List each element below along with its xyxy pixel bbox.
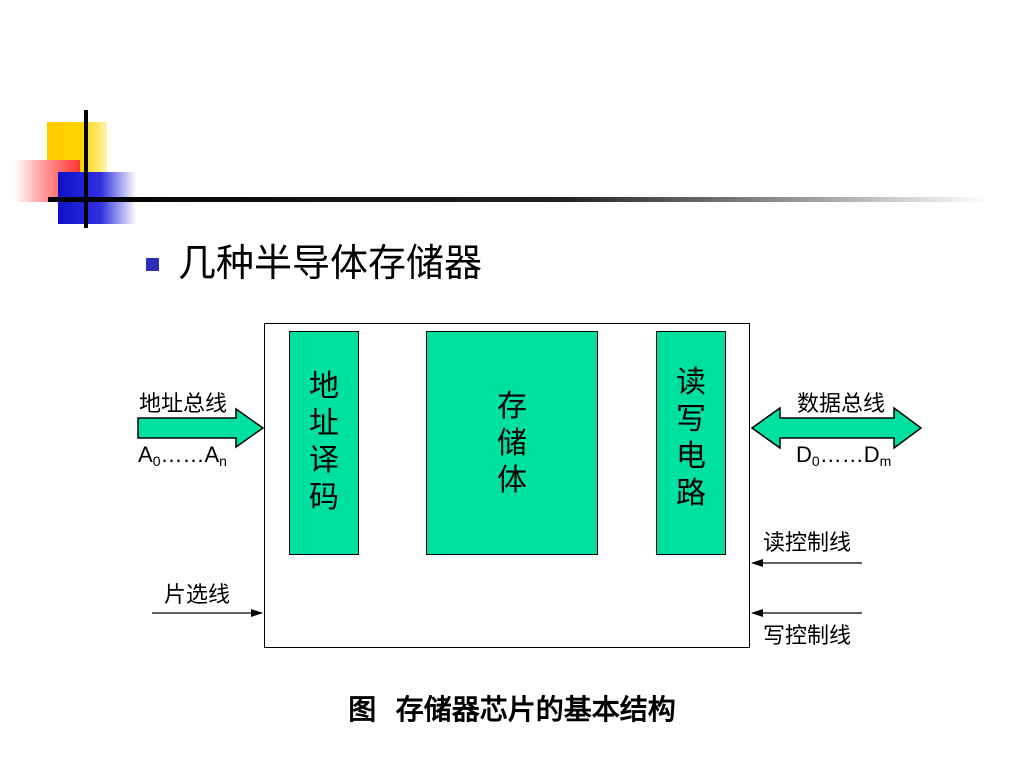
write-control-label: 写控制线 [763, 624, 852, 649]
address-range-label: A0……An [138, 442, 227, 469]
address-bus-label: 地址总线 [139, 392, 228, 417]
figure-caption: 图 存储器芯片的基本结构 [348, 693, 676, 726]
address-decoder-label: 地址译码 [309, 369, 339, 515]
chip-select-label: 片选线 [164, 583, 231, 608]
data-bus-arrow [750, 406, 923, 450]
read-write-circuit-block: 读写电路 [656, 331, 726, 555]
data-bus-label: 数据总线 [797, 392, 886, 417]
bullet-square-icon [146, 258, 159, 271]
read-control-label: 读控制线 [763, 531, 852, 556]
address-bus-arrow [137, 407, 265, 449]
decor-horizontal-line [48, 197, 988, 202]
memory-array-block: 存储体 [426, 331, 598, 555]
decor-vertical-line [84, 110, 88, 228]
page-title: 几种半导体存储器 [178, 241, 483, 285]
address-decoder-block: 地址译码 [289, 331, 359, 555]
data-range-label: D0……Dm [796, 442, 892, 469]
read-write-circuit-label: 读写电路 [676, 365, 706, 511]
memory-array-label: 存储体 [497, 389, 527, 498]
